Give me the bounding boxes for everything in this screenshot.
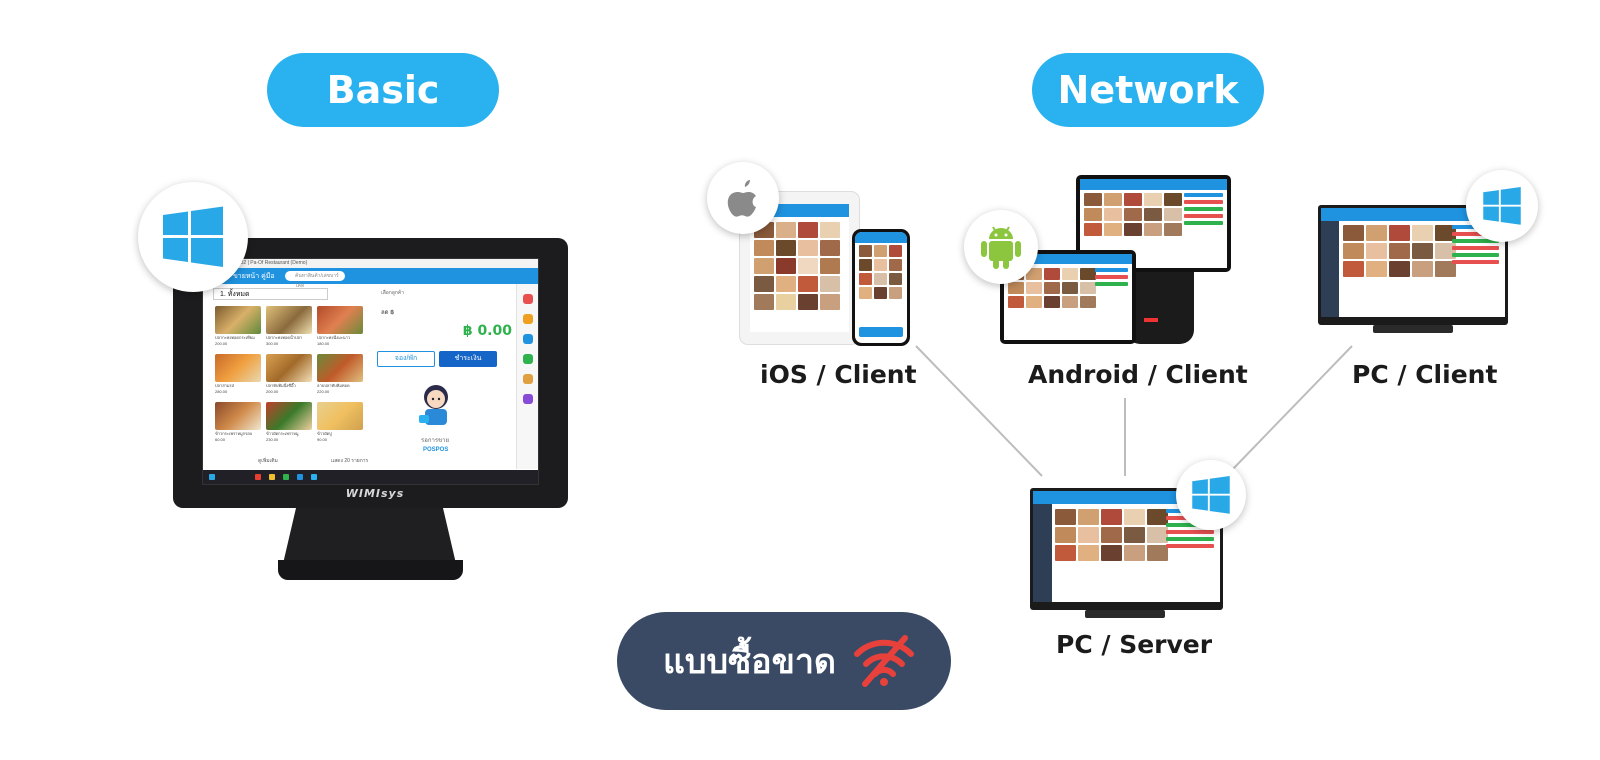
ios-client-label: iOS / Client: [760, 360, 917, 389]
promo-icon[interactable]: [522, 314, 533, 324]
order-total: ฿ 0.00: [462, 323, 512, 339]
pc-server-screen: [1033, 491, 1220, 602]
monitor-brand: WIMIsys: [345, 487, 405, 500]
app-icon[interactable]: [255, 474, 261, 480]
terminal-screen: [1080, 179, 1227, 268]
pc-server-label: PC / Server: [1056, 630, 1213, 659]
nav-menu: ขายหน้า คู่มือ: [233, 271, 275, 282]
item-count: แสดง 20 รายการ: [331, 458, 369, 464]
show-more-link[interactable]: ดูเพิ่มเติม: [258, 458, 278, 464]
windows-icon: [1176, 460, 1246, 530]
os-taskbar: [203, 470, 538, 484]
order-panel: เลือกลูกค้า ลด ฿ ฿ 0.00 จอง/พัก ชำระเงิน…: [375, 285, 518, 469]
windows-icon: [138, 182, 248, 292]
pos-screen: POSPOS 5.10.82 | Pa-Of Restaurant (Demo)…: [202, 258, 539, 485]
windows-icon: [1466, 170, 1538, 242]
android-client-label: Android / Client: [1028, 360, 1248, 389]
category-select[interactable]: 1. ทั้งหมด: [213, 288, 328, 300]
window-title: POSPOS 5.10.82 | Pa-Of Restaurant (Demo): [203, 259, 538, 268]
no-wifi-icon: [854, 635, 914, 687]
nav-item[interactable]: ขายหน้า: [233, 273, 260, 280]
pc-client-label: PC / Client: [1352, 360, 1498, 389]
side-toolbar: [516, 284, 538, 469]
search-input[interactable]: ค้นหาสินค้า/เลขบาร์โค้ด: [285, 271, 345, 289]
pc-client-screen: [1321, 208, 1505, 317]
receipt-icon[interactable]: [522, 374, 533, 384]
network-label: Network: [1032, 53, 1264, 127]
iphone-screen: [855, 232, 907, 343]
iphone-device: [852, 229, 910, 346]
hold-button[interactable]: จอง/พัก: [377, 351, 435, 367]
customer-icon[interactable]: [522, 334, 533, 344]
cart-icon[interactable]: [522, 394, 533, 404]
list-footer: ดูเพิ่มเติม แสดง 20 รายการ: [203, 457, 518, 467]
one-time-purchase-text: แบบซื้อขาด: [663, 642, 836, 682]
pay-button[interactable]: ชำระเงิน: [439, 351, 497, 367]
ipad-device: [740, 192, 859, 344]
app-icon[interactable]: [283, 474, 289, 480]
monitor-stand-base: [278, 560, 463, 580]
trash-icon[interactable]: [522, 294, 533, 304]
basic-label: Basic: [267, 53, 499, 127]
app-icon[interactable]: [297, 474, 303, 480]
terminal-printer-base: [1126, 272, 1194, 344]
product-item[interactable]: ข้าวผัดปู90.00: [317, 402, 363, 446]
cash-icon[interactable]: [522, 354, 533, 364]
apple-icon: [707, 162, 779, 234]
app-icon[interactable]: [311, 474, 317, 480]
product-item[interactable]: ข้าวผัดกระเพราหมู230.00: [266, 402, 312, 446]
start-icon[interactable]: [209, 474, 215, 480]
app-icon[interactable]: [269, 474, 275, 480]
one-time-purchase-badge: แบบซื้อขาด: [617, 612, 951, 710]
app-toolbar: ขายหน้า คู่มือ ค้นหาสินค้า/เลขบาร์โค้ด: [203, 268, 538, 289]
pc-client-stand: [1373, 325, 1453, 333]
monitor-stand: [282, 508, 457, 568]
waiting-text: รอการขาย: [421, 438, 450, 444]
android-icon: [964, 210, 1038, 284]
mascot-illustration: [419, 385, 448, 425]
customer-select[interactable]: เลือกลูกค้า: [381, 290, 405, 296]
pc-server-stand: [1085, 610, 1165, 618]
nav-item[interactable]: คู่มือ: [261, 273, 275, 280]
discount-label: ลด ฿: [381, 310, 395, 316]
android-pos-terminal: [1076, 175, 1231, 272]
pospos-logo: POSPOS: [423, 447, 449, 453]
